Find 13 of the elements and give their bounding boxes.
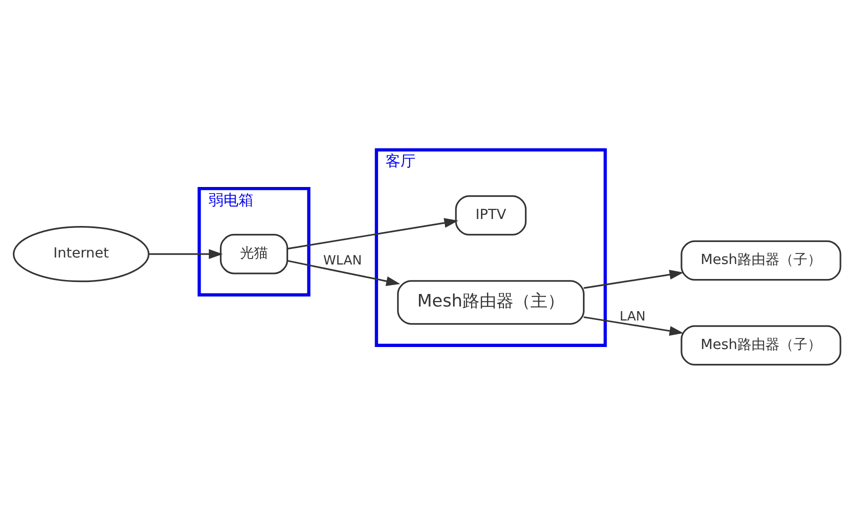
- node-box: Mesh路由器（主）: [397, 280, 585, 325]
- arrow: [287, 260, 400, 286]
- arrow: [584, 316, 684, 336]
- arrow: [149, 249, 223, 259]
- node-box: Mesh路由器（子）: [680, 240, 842, 281]
- edge-label: WLAN: [323, 253, 362, 268]
- edge-label: LAN: [620, 309, 646, 324]
- arrow: [288, 218, 458, 250]
- arrow: [584, 270, 684, 289]
- node-box: Mesh路由器（子）: [680, 325, 842, 366]
- node-box: 光猫: [220, 234, 288, 274]
- node-box: IPTV: [455, 195, 527, 236]
- node-ellipse: Internet: [12, 226, 150, 282]
